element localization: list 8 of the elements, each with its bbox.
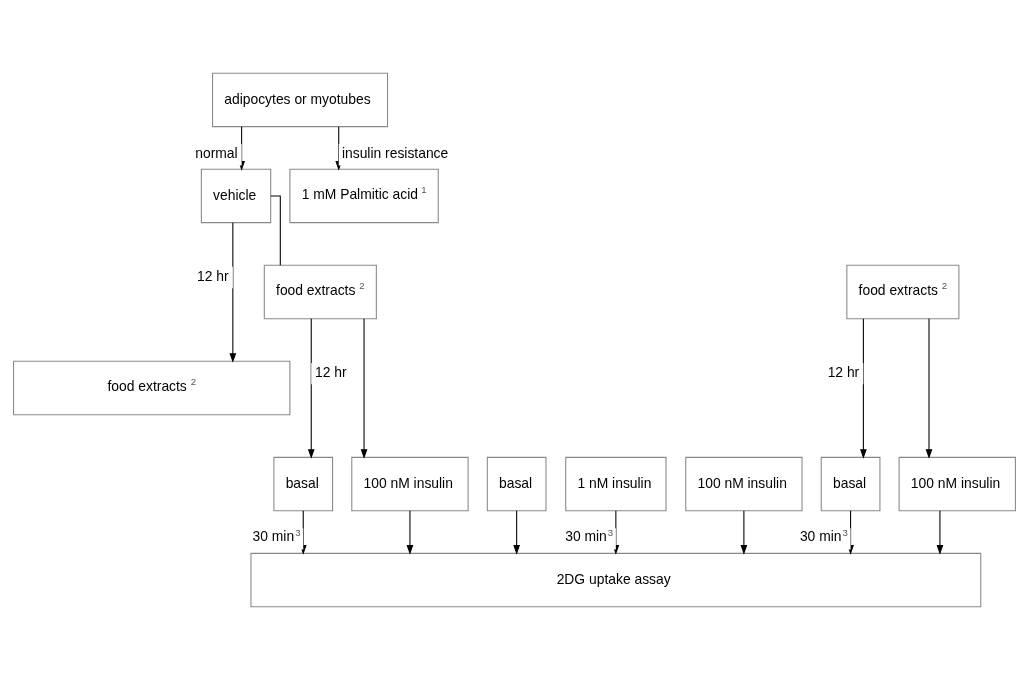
edge-label: 12 hr xyxy=(827,363,859,380)
edge-label: 12 hr xyxy=(196,267,229,284)
edge-label: 30 min$^{3}$ xyxy=(252,526,301,544)
edge-label: 30 min$^{3}$ xyxy=(799,526,848,544)
edge-label: 12 hr xyxy=(314,363,347,380)
edge-label: insulin resistance xyxy=(341,144,448,161)
edge-label: 30 min$^{3}$ xyxy=(564,526,613,544)
edge-label: normal xyxy=(194,144,238,161)
